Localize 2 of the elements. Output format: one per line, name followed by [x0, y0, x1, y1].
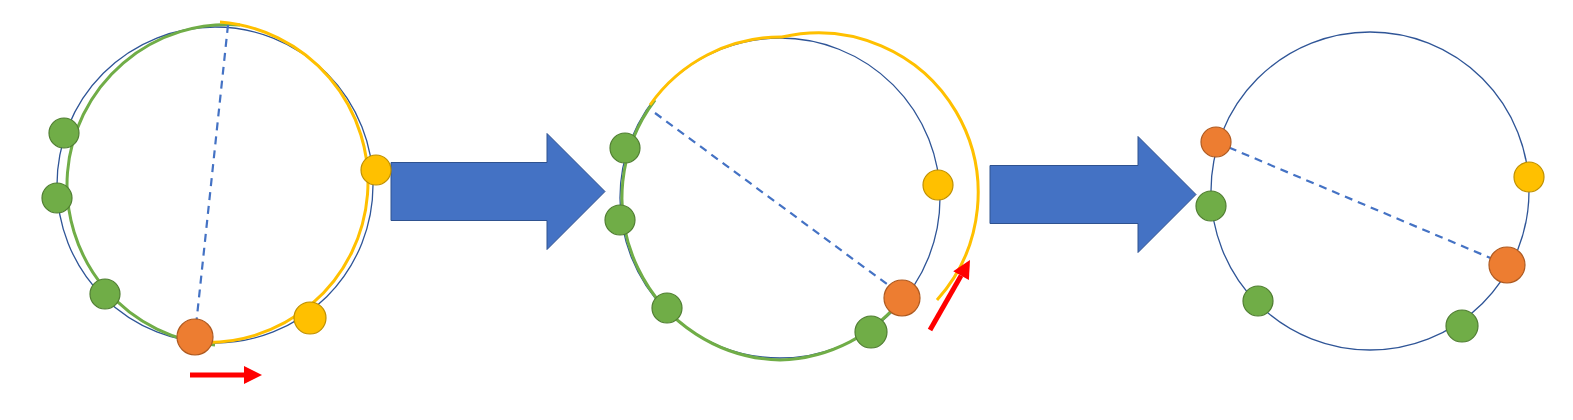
- block-arrow: [390, 133, 606, 250]
- block-arrow: [989, 136, 1197, 253]
